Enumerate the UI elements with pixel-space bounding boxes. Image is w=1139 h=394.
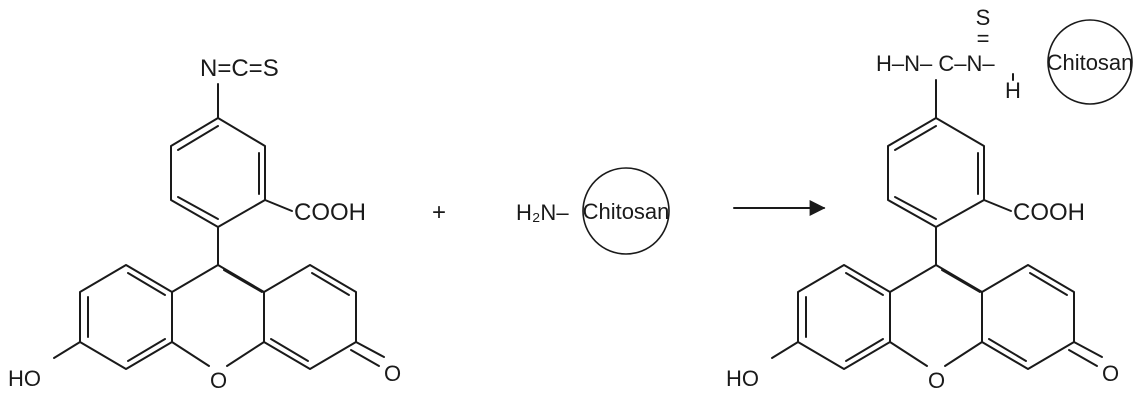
product-left-phenol-ring — [797, 264, 891, 370]
nh-hydrogen-label: H — [1005, 78, 1021, 103]
chitosan-circle — [582, 167, 670, 255]
product-hydroxyl-bond — [771, 341, 799, 359]
hydroxyl-label: HO — [8, 366, 41, 391]
thiourea-chain-label: H–N– C–N– — [876, 51, 995, 76]
product-keto-bond-2 — [1068, 349, 1098, 367]
hydroxyl-bond — [53, 341, 81, 359]
product-cooh-bond — [983, 199, 1012, 212]
thione-double-bond: = — [977, 26, 990, 51]
left-phenol-ring — [79, 264, 173, 370]
product-cooh-label: COOH — [1013, 199, 1085, 226]
product-right-keto-ring — [981, 264, 1075, 370]
product-benzoic-ring — [887, 117, 985, 228]
keto-bond-2 — [350, 349, 380, 367]
chitosan-amine: H₂N– Chitosan — [516, 167, 670, 255]
cooh-bond — [264, 199, 293, 212]
isothiocyanate-label: N=C=S — [200, 55, 279, 82]
product-ring-oxygen-label: O — [928, 368, 945, 393]
product-chitosan-circle — [1047, 19, 1133, 105]
benzoic-ring — [170, 117, 266, 228]
right-keto-ring — [263, 264, 357, 370]
product-keto-bond-1 — [1073, 341, 1103, 358]
xanthene-core — [171, 264, 265, 367]
chitosan-label: Chitosan — [583, 199, 670, 224]
product-xanthene-core — [889, 264, 983, 367]
product-chitosan-label: Chitosan — [1047, 50, 1134, 75]
ring-oxygen-label: O — [210, 368, 227, 393]
product-keto-oxygen-label: O — [1102, 361, 1119, 386]
plus-sign: + — [432, 199, 446, 226]
keto-bond-1 — [355, 341, 385, 358]
amine-label: H₂N– — [516, 200, 569, 225]
sulfur-label: S — [976, 5, 991, 30]
cooh-label: COOH — [294, 199, 366, 226]
fitc-chitosan-conjugate: S = H–N– C–N– H Chitosan COOH — [726, 5, 1133, 393]
keto-oxygen-label: O — [384, 361, 401, 386]
product-hydroxyl-label: HO — [726, 366, 759, 391]
fitc-molecule: N=C=S COOH — [8, 55, 401, 393]
